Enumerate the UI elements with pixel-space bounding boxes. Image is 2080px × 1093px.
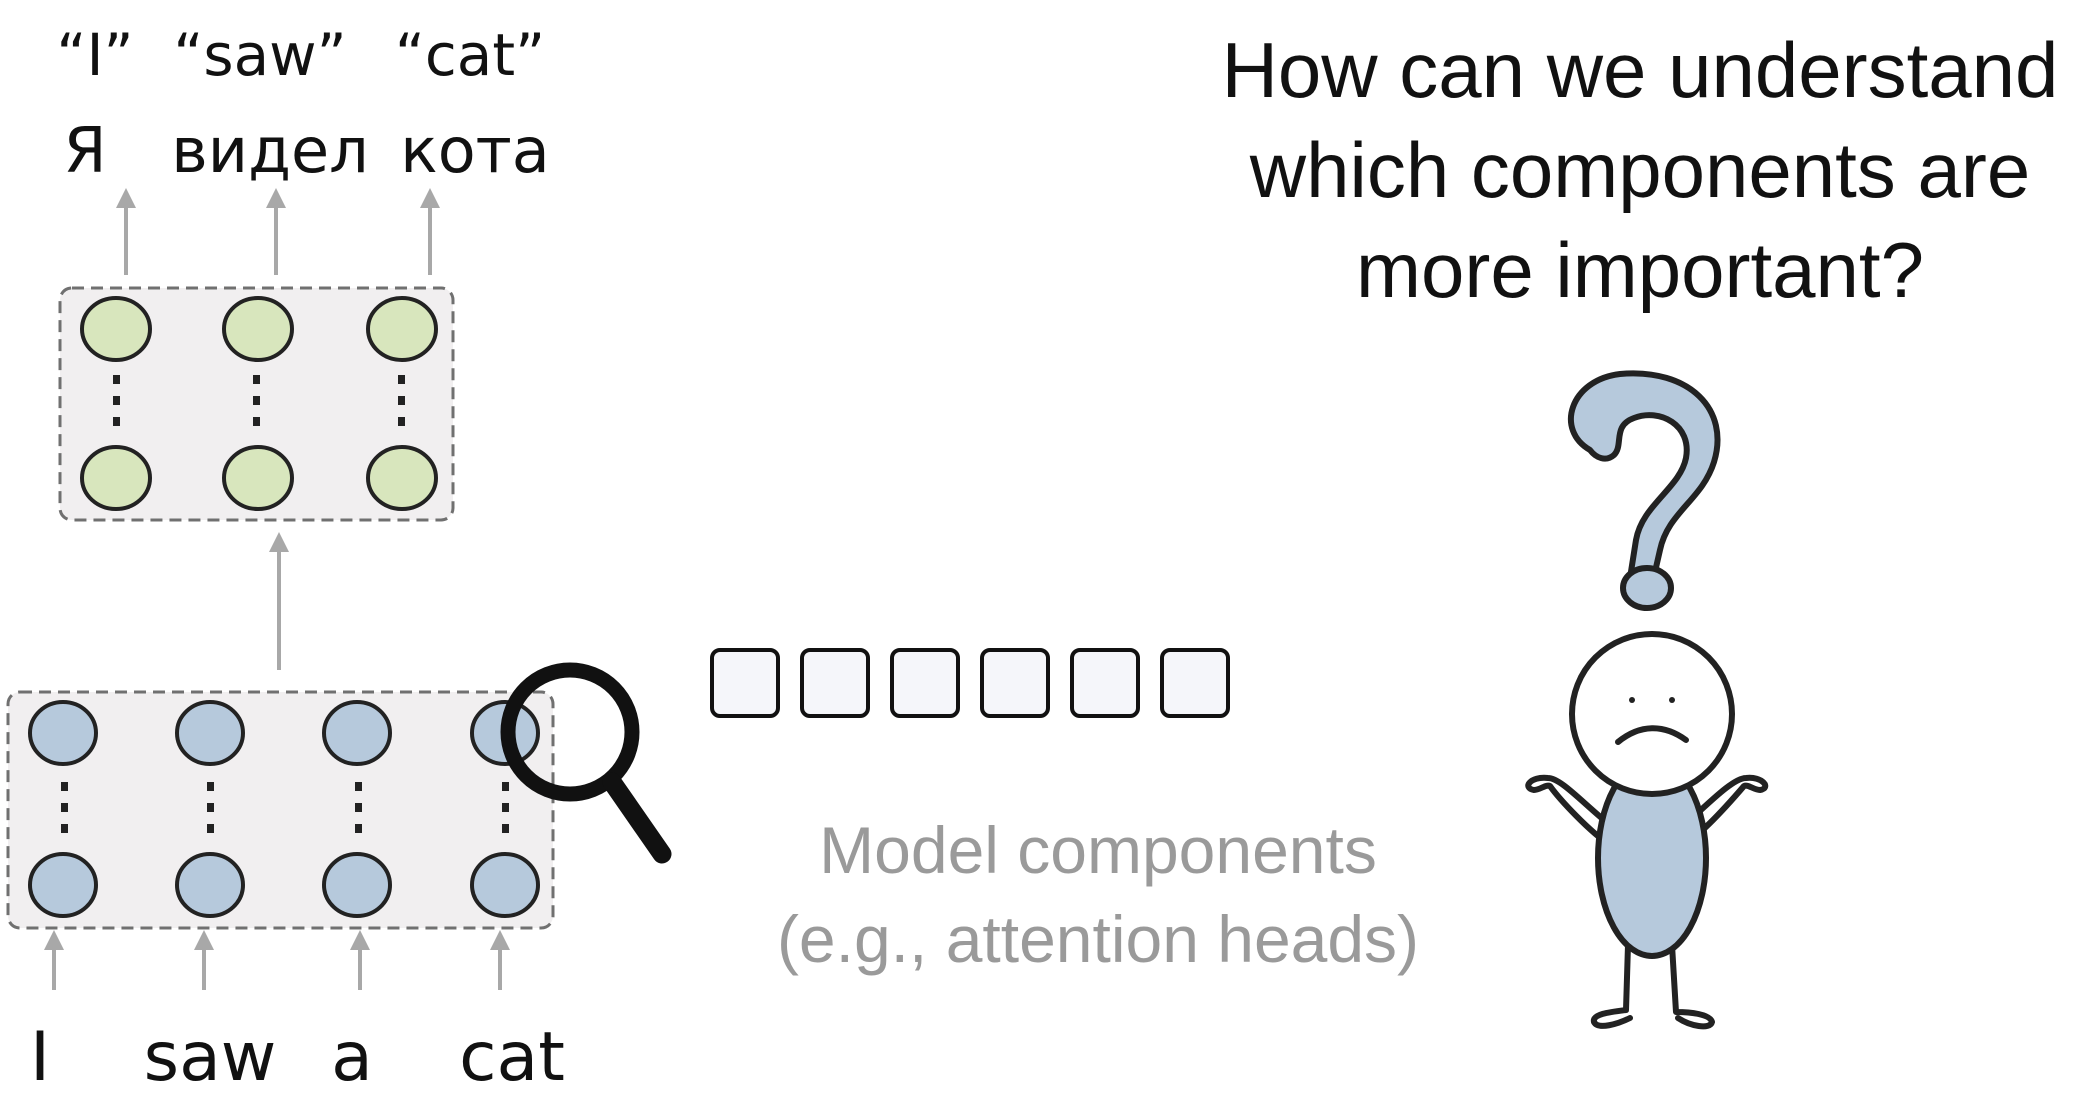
encoder-node <box>175 852 245 918</box>
decoder-node <box>222 445 294 511</box>
decoder-node <box>366 296 438 362</box>
output-word-3: кота <box>400 114 550 187</box>
input-token-2: saw <box>144 1018 277 1093</box>
question-line-1: How can we understand <box>1222 26 2059 114</box>
confused-person-icon <box>1525 631 1769 1030</box>
output-words: Я видел кота <box>63 114 549 187</box>
caption-line-2: (e.g., attention heads) <box>777 902 1419 976</box>
encoder-node <box>28 852 98 918</box>
output-word-2: видел <box>171 114 368 187</box>
component-square <box>1160 648 1230 718</box>
component-square <box>710 648 780 718</box>
decoder-node <box>222 296 294 362</box>
input-tokens: I saw a cat <box>30 1018 565 1093</box>
output-word-1: Я <box>63 114 106 187</box>
question-line-3: more important? <box>1356 226 1924 314</box>
component-square <box>1070 648 1140 718</box>
component-square <box>890 648 960 718</box>
question-mark-icon <box>1568 370 1721 611</box>
gloss-2: “saw” <box>173 21 346 89</box>
encoder-node <box>28 700 98 766</box>
decoder-block <box>58 286 455 522</box>
component-square <box>800 648 870 718</box>
decoder-dots <box>113 375 405 426</box>
decoder-node <box>80 296 152 362</box>
decoder-node <box>80 445 152 511</box>
input-arrows <box>44 930 510 990</box>
encoder-node <box>322 852 392 918</box>
input-token-4: cat <box>459 1018 565 1093</box>
encoder-nodes <box>28 700 540 918</box>
magnifier-icon <box>500 662 672 864</box>
encoder-node <box>175 700 245 766</box>
decoder-nodes <box>80 296 438 511</box>
gloss-3: “cat” <box>395 21 545 89</box>
decoder-node <box>366 445 438 511</box>
component-row <box>710 648 1230 718</box>
component-square <box>980 648 1050 718</box>
output-glosses: “I” “saw” “cat” <box>56 21 545 89</box>
question-text: How can we understand which components a… <box>1222 26 2059 314</box>
input-token-3: a <box>331 1018 373 1093</box>
encoder-node <box>322 700 392 766</box>
encoder-dots <box>61 782 509 833</box>
gloss-1: “I” <box>56 21 133 89</box>
input-token-1: I <box>30 1018 50 1093</box>
question-line-2: which components are <box>1249 126 2030 214</box>
output-arrows <box>116 188 440 275</box>
encoder-node <box>470 852 540 918</box>
encoder-box <box>6 690 555 930</box>
components-caption: Model components (e.g., attention heads) <box>777 813 1419 976</box>
caption-line-1: Model components <box>819 813 1377 887</box>
encoder-block <box>6 690 555 930</box>
